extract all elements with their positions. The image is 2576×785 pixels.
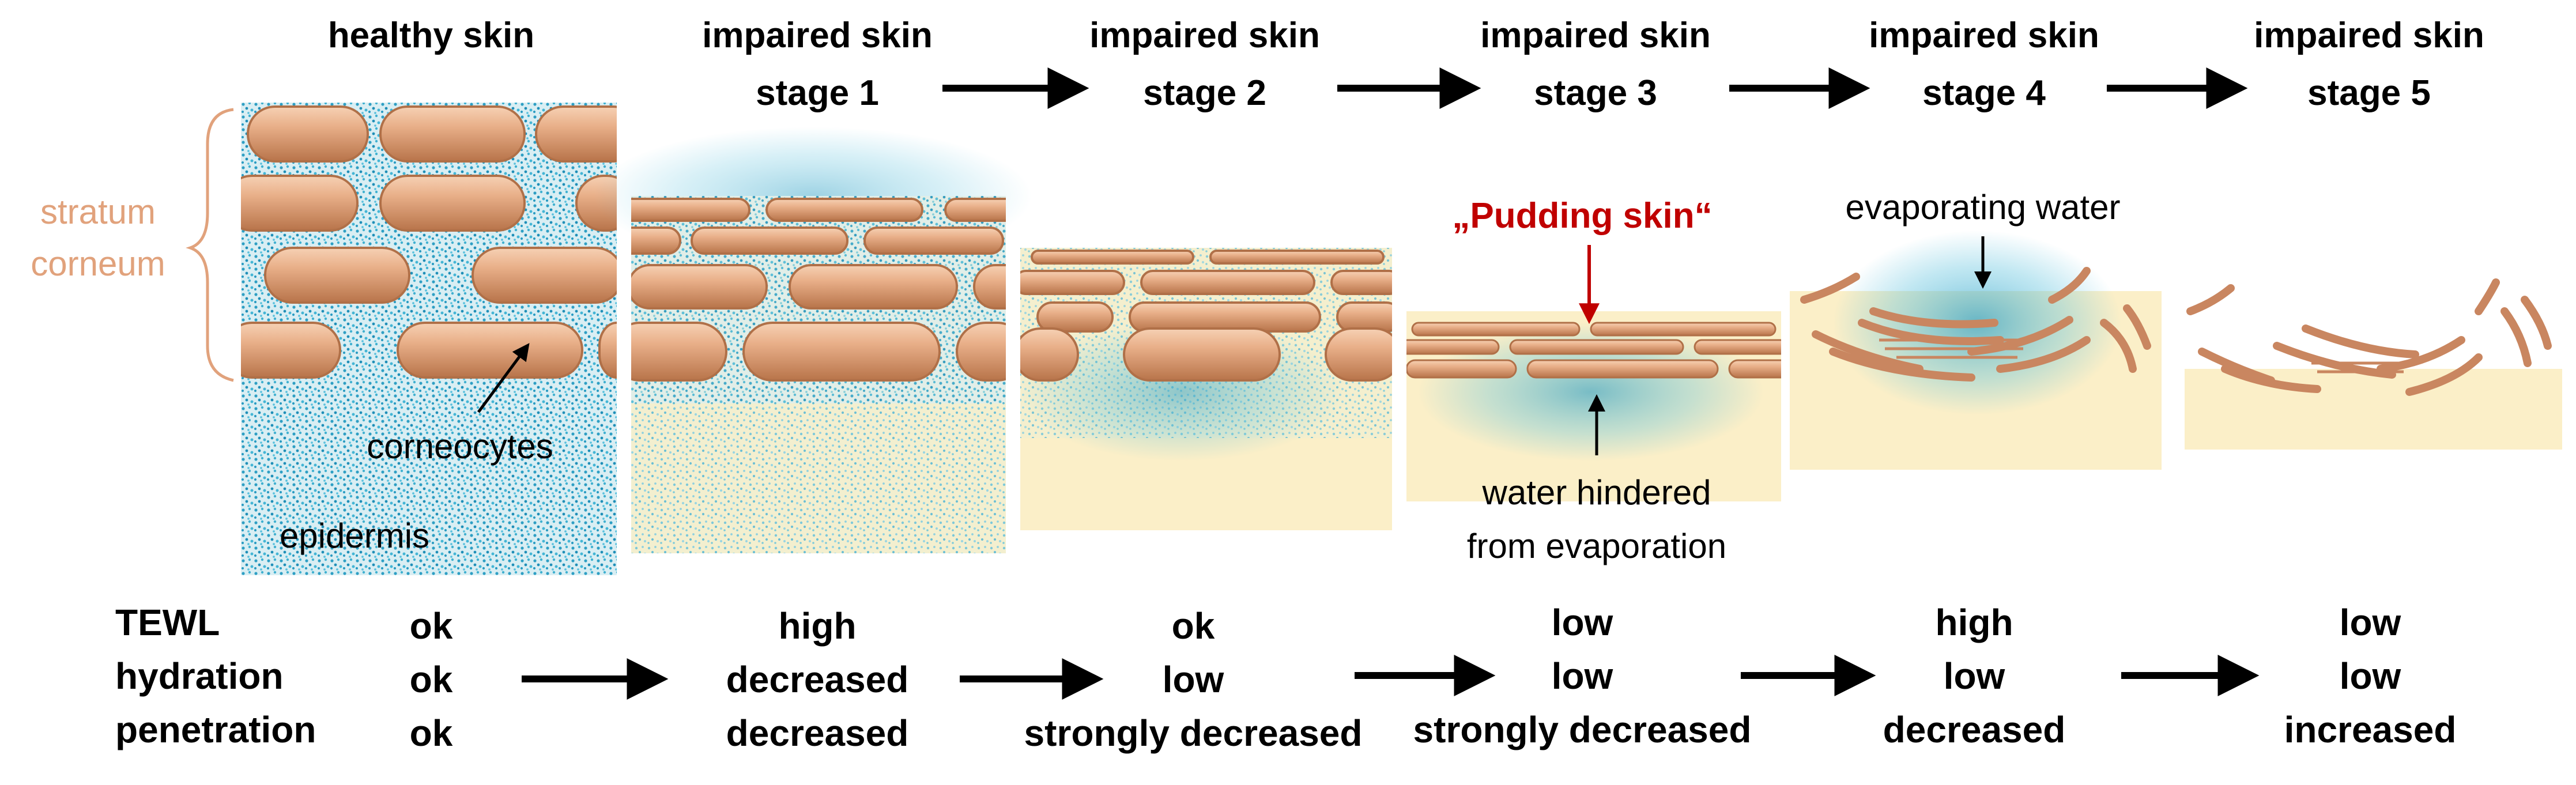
evaporating-water-label: evaporating water xyxy=(1846,188,2121,227)
cell-2-0: ok xyxy=(1172,605,1215,647)
cell-0-2: ok xyxy=(410,712,453,754)
row-label-tewl: TEWL xyxy=(115,602,220,643)
stage-title-0-line1: healthy skin xyxy=(328,16,534,55)
brace-icon xyxy=(186,108,234,382)
water-hindered-label-line2: from evaporation xyxy=(1467,527,1726,565)
property-table: TEWL hydration penetration ok ok ok high… xyxy=(115,602,2456,754)
stage-title-1-line1: impaired skin xyxy=(702,16,933,55)
corneocytes-label: corneocytes xyxy=(367,427,553,466)
water-hindered-label-line1: water hindered xyxy=(1482,473,1711,512)
row-label-penetration: penetration xyxy=(115,709,316,750)
row-label-hydration: hydration xyxy=(115,655,284,697)
cell-1-2: decreased xyxy=(726,712,909,754)
stratum-corneum-label-line2: corneum xyxy=(31,244,165,283)
pudding-skin-label: „Pudding skin“ xyxy=(1452,196,1712,236)
cell-5-0: low xyxy=(2340,602,2401,643)
cell-2-1: low xyxy=(1163,659,1224,700)
stage-titles: healthy skin impaired skin stage 1 impai… xyxy=(328,16,2484,113)
cell-3-0: low xyxy=(1552,602,1613,643)
panel-healthy-skin xyxy=(241,103,617,575)
cell-1-0: high xyxy=(778,605,856,647)
stage-title-2-line2: stage 2 xyxy=(1143,73,1266,113)
panel-stage-1 xyxy=(594,127,1032,553)
epidermis-label: epidermis xyxy=(280,516,429,555)
stage-title-1-line2: stage 1 xyxy=(756,73,879,113)
stage-title-3-line1: impaired skin xyxy=(1480,16,1711,55)
cell-4-2: decreased xyxy=(1883,709,2066,750)
table-arrows xyxy=(522,655,2260,700)
stage-title-5-line1: impaired skin xyxy=(2254,16,2484,55)
cell-3-2: strongly decreased xyxy=(1413,709,1752,750)
cell-5-1: low xyxy=(2340,655,2401,697)
stage-title-5-line2: stage 5 xyxy=(2307,73,2431,113)
cell-3-1: low xyxy=(1552,655,1613,697)
cell-0-0: ok xyxy=(410,605,453,647)
panel-stage-5 xyxy=(2185,278,2562,450)
cell-1-1: decreased xyxy=(726,659,909,700)
panel-stage-4 xyxy=(1790,231,2162,470)
annotations: stratum corneum corneocytes epidermis „P… xyxy=(31,108,2121,565)
stage-title-4-line1: impaired skin xyxy=(1869,16,2099,55)
stage-title-4-line2: stage 4 xyxy=(1922,73,2046,113)
stratum-corneum-label-line1: stratum xyxy=(40,193,156,231)
arrow-icon xyxy=(477,343,530,413)
cell-0-1: ok xyxy=(410,659,453,700)
cell-2-2: strongly decreased xyxy=(1024,712,1363,754)
stage-title-3-line2: stage 3 xyxy=(1534,73,1657,113)
stage-title-2-line1: impaired skin xyxy=(1089,16,1320,55)
cell-4-1: low xyxy=(1944,655,2005,697)
panel-stage-2 xyxy=(1020,248,1392,530)
cell-5-2: increased xyxy=(2284,709,2457,750)
cell-4-0: high xyxy=(1935,602,2013,643)
